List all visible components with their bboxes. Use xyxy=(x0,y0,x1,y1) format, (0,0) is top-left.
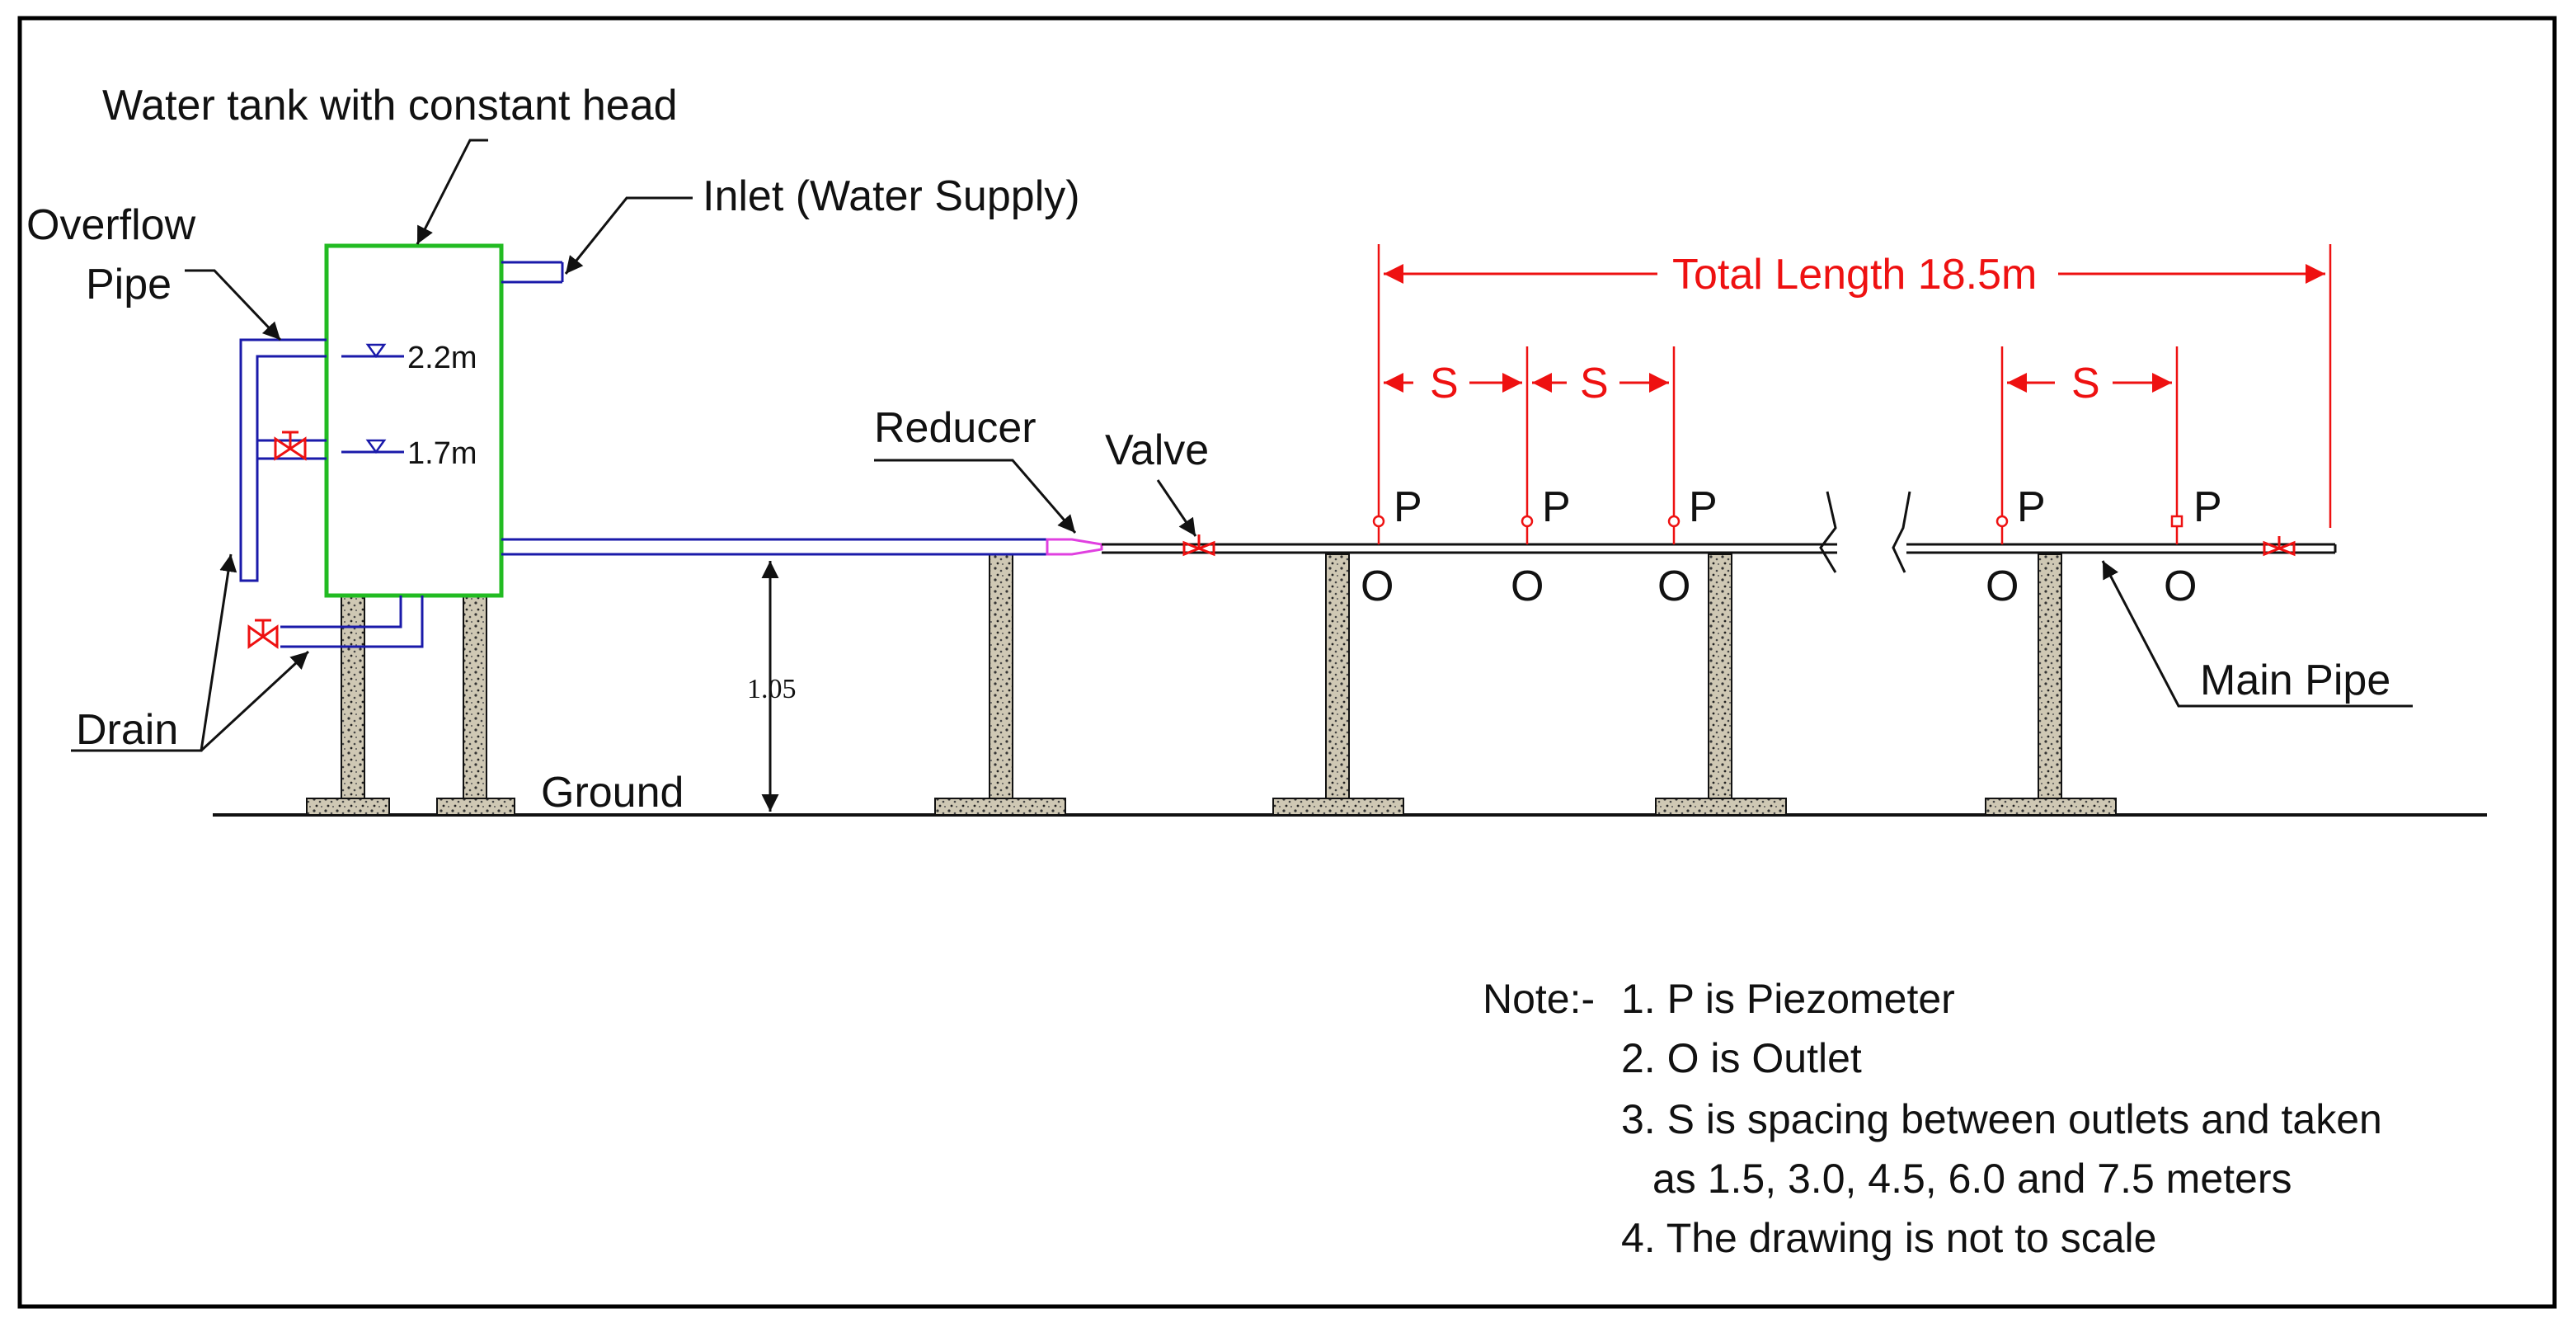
support-post xyxy=(2038,553,2062,803)
drain-pipe xyxy=(280,596,424,648)
note-item: 3. S is spacing between outlets and take… xyxy=(1621,1096,2382,1142)
piezometer-label: P xyxy=(1394,483,1422,531)
outlet-label: O xyxy=(2164,563,2197,610)
support-base xyxy=(1655,798,1787,816)
main-valve-icon xyxy=(1182,534,1215,557)
end-valve-icon xyxy=(2263,536,2296,557)
inlet-leader-line xyxy=(564,196,693,275)
piezometer-outlet-station xyxy=(1372,244,1385,544)
spacing-label: S xyxy=(1580,360,1609,407)
pipe-break-mark xyxy=(1819,491,1911,573)
water-level-low xyxy=(341,439,404,454)
water-tank xyxy=(324,243,504,598)
piezometer-outlet-station xyxy=(2170,346,2183,544)
piezometer-outlet-station xyxy=(1667,346,1681,544)
spacing-label: S xyxy=(1430,360,1459,407)
support-post xyxy=(1325,553,1350,803)
total-length-label: Total Length 18.5m xyxy=(1672,251,2037,299)
inlet-pipe xyxy=(501,261,564,284)
overflow-label-line1: Overflow xyxy=(26,201,196,249)
tank-label: Water tank with constant head xyxy=(102,82,678,129)
piezometer-label: P xyxy=(1542,483,1571,531)
support-post xyxy=(341,595,365,803)
spacing-label: S xyxy=(2071,360,2100,407)
support-post xyxy=(1708,553,1732,803)
support-post xyxy=(463,595,487,803)
support-base xyxy=(306,798,390,816)
note-item: 4. The drawing is not to scale xyxy=(1621,1215,2156,1261)
drain-leader-line-2 xyxy=(200,650,310,752)
outlet-label: O xyxy=(1657,563,1690,610)
valve-leader-line xyxy=(1156,479,1197,537)
overflow-label-line2: Pipe xyxy=(86,261,172,308)
notes-block: Note:- 1. P is Piezometer 2. O is Outlet… xyxy=(1483,976,2382,1261)
overflow-leader-line xyxy=(185,269,282,341)
overflow-pipe xyxy=(239,338,327,582)
piezometer-outlet-station xyxy=(1521,346,1534,544)
note-item: as 1.5, 3.0, 4.5, 6.0 and 7.5 meters xyxy=(1652,1156,2292,1202)
piezometer-label: P xyxy=(1689,483,1718,531)
drawing-frame xyxy=(17,16,2557,1309)
water-level-high xyxy=(341,343,404,359)
main-pipe-label: Main Pipe xyxy=(2200,657,2390,704)
overflow-valve-icon xyxy=(274,431,307,461)
main-pipe xyxy=(1102,543,2337,554)
drain-valve-icon xyxy=(247,619,279,649)
piezometer-outlet-station xyxy=(1995,346,2009,544)
pipe-supports xyxy=(306,553,2117,816)
height-label: 1.05 xyxy=(747,674,797,704)
drain-label: Drain xyxy=(76,706,178,754)
outlet-label: O xyxy=(1986,563,2019,610)
note-item: 2. O is Outlet xyxy=(1621,1035,1862,1081)
outlet-label: O xyxy=(1511,563,1544,610)
piezometer-label: P xyxy=(2017,483,2046,531)
tank-leader-line xyxy=(416,139,488,245)
outlet-label: O xyxy=(1361,563,1394,610)
support-post xyxy=(989,553,1013,803)
reducer-leader-line xyxy=(874,459,1077,534)
piezometer-label: P xyxy=(2193,483,2222,531)
inlet-label: Inlet (Water Supply) xyxy=(703,172,1080,220)
note-heading: Note:- xyxy=(1483,976,1595,1022)
supply-pipe xyxy=(501,538,1049,556)
reducer-icon xyxy=(1046,538,1103,556)
reducer-label: Reducer xyxy=(874,404,1037,452)
ground-label: Ground xyxy=(541,769,684,817)
main-pipe-leader-line xyxy=(2101,560,2413,708)
level-high-label: 2.2m xyxy=(407,341,477,375)
note-item: 1. P is Piezometer xyxy=(1621,976,1955,1022)
support-base xyxy=(1272,798,1404,816)
valve-label: Valve xyxy=(1105,426,1209,474)
support-base xyxy=(436,798,515,816)
support-base xyxy=(1985,798,2117,816)
support-base xyxy=(934,798,1066,816)
level-low-label: 1.7m xyxy=(407,436,477,471)
